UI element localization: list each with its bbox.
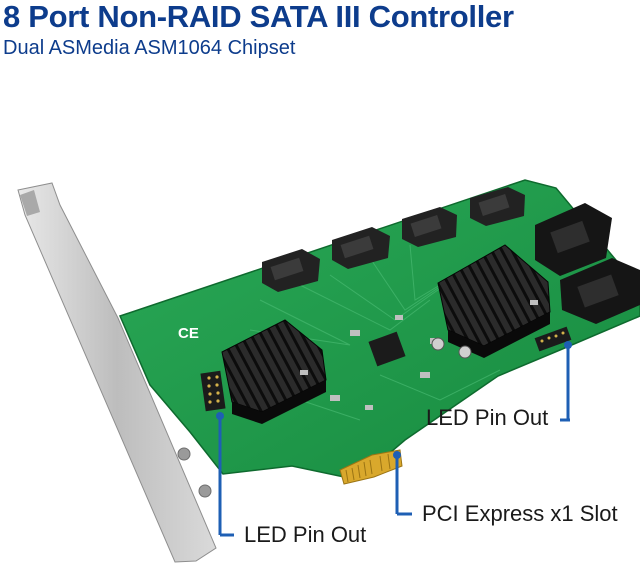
callout-led-pin-out-left: LED Pin Out bbox=[244, 522, 367, 547]
callout-pci-express-slot: PCI Express x1 Slot bbox=[422, 501, 618, 526]
led-pin-header-right bbox=[534, 326, 572, 352]
bracket-screw-icon bbox=[198, 484, 212, 498]
sata-port bbox=[332, 227, 390, 269]
sata-port bbox=[535, 203, 612, 276]
sata-port bbox=[402, 207, 457, 247]
sata-port bbox=[470, 187, 525, 226]
product-subtitle: Dual ASMedia ASM1064 Chipset bbox=[3, 37, 296, 59]
bracket-screw-icon bbox=[177, 447, 191, 461]
callout-led-pin-out-right: LED Pin Out bbox=[426, 405, 549, 430]
led-pin-header-left bbox=[200, 370, 226, 412]
sata-port bbox=[262, 249, 320, 292]
product-title: 8 Port Non-RAID SATA III Controller bbox=[3, 0, 514, 34]
pci-bracket bbox=[17, 182, 217, 563]
controller-chip bbox=[368, 331, 406, 367]
ce-mark: CE bbox=[178, 325, 199, 342]
controller-card: CE bbox=[118, 179, 640, 485]
sata-port bbox=[560, 258, 640, 324]
